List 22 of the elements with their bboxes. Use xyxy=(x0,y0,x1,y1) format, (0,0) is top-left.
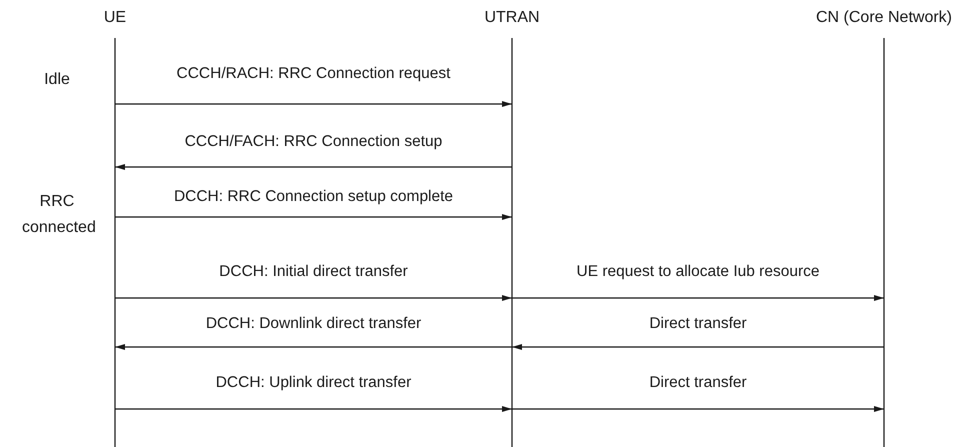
message-label: Direct transfer xyxy=(649,315,747,333)
message-label: UE request to allocate Iub resource xyxy=(576,263,820,281)
message-arrow xyxy=(115,344,512,350)
participant-label: UTRAN xyxy=(484,9,540,27)
message-arrow xyxy=(512,295,884,301)
message-arrow xyxy=(512,406,884,412)
message-label: CCCH/FACH: RRC Connection setup xyxy=(184,133,442,151)
message-arrow xyxy=(115,406,512,412)
participant-label: UE xyxy=(104,9,126,27)
message-label: DCCH: Downlink direct transfer xyxy=(206,315,422,333)
message-arrow xyxy=(115,164,512,170)
message-label: DCCH: Uplink direct transfer xyxy=(216,374,412,392)
state-label: Idle xyxy=(43,70,71,90)
message-label: DCCH: RRC Connection setup complete xyxy=(174,188,454,206)
participant-label: CN (Core Network) xyxy=(816,9,952,27)
message-arrow xyxy=(512,344,884,350)
message-arrow xyxy=(115,214,512,220)
message-arrow xyxy=(115,101,512,107)
message-label: DCCH: Initial direct transfer xyxy=(219,263,408,281)
message-arrow xyxy=(115,295,512,301)
message-label: Direct transfer xyxy=(649,374,747,392)
message-label: CCCH/RACH: RRC Connection request xyxy=(176,65,450,83)
